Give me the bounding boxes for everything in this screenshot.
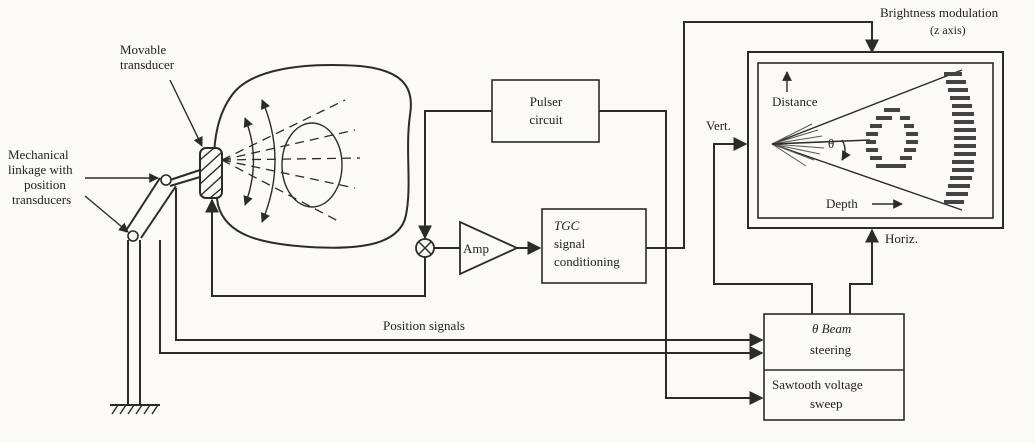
pointer-linkage-bottom <box>84 195 129 233</box>
brightness-label-2: (z axis) <box>930 23 966 37</box>
label-movable: Movable <box>120 42 166 57</box>
scan-arc-inner <box>243 117 255 206</box>
wire-beam-to-horiz <box>849 228 879 314</box>
amplifier-symbol <box>459 220 520 276</box>
label-linkage-3: position <box>24 177 66 192</box>
pulser-circuit-box <box>491 79 600 143</box>
theta-angle-label: θ <box>828 136 834 151</box>
tgc-label-3: conditioning <box>554 254 620 269</box>
vert-label: Vert. <box>706 118 731 133</box>
wire-position-2 <box>159 240 764 360</box>
label-linkage-2: linkage with <box>8 162 73 177</box>
scan-beams <box>221 99 361 223</box>
label-linkage-4: transducers <box>12 192 71 207</box>
transducer <box>199 147 223 199</box>
beam-label-1: θ Beam <box>812 321 851 336</box>
wire-tgc-to-brightness <box>646 21 879 249</box>
sweep-label-1: Sawtooth voltage <box>772 377 863 392</box>
position-signals-label: Position signals <box>383 318 465 333</box>
amp-label: Amp <box>463 241 489 256</box>
organ-outline <box>281 122 343 208</box>
pulser-label-1: Pulser <box>530 94 563 109</box>
wire-beam-to-vert <box>713 137 813 314</box>
wire-pulser-to-sweep <box>599 110 764 405</box>
mechanical-linkage <box>110 169 201 415</box>
tgc-label-1: TGC <box>554 218 580 233</box>
wire-pulser-to-junction <box>418 110 492 240</box>
sweep-label-2: sweep <box>810 396 843 411</box>
label-transducer: transducer <box>120 57 175 72</box>
body-outline <box>213 64 412 249</box>
label-linkage-1: Mechanical <box>8 147 69 162</box>
summing-junction <box>415 238 435 258</box>
depth-label: Depth <box>826 196 858 211</box>
beam-steering-box <box>763 313 905 421</box>
distance-label: Distance <box>772 94 818 109</box>
scan-arc-outer <box>260 99 276 223</box>
tgc-box <box>541 208 647 284</box>
beam-label-2: steering <box>810 342 852 357</box>
brightness-label-1: Brightness modulation <box>880 5 999 20</box>
pulser-label-2: circuit <box>529 112 563 127</box>
horiz-label: Horiz. <box>885 231 918 246</box>
sector-scan-image <box>771 69 976 211</box>
pointer-transducer <box>169 79 203 147</box>
tgc-label-2: signal <box>554 236 585 251</box>
wire-position-1 <box>175 188 764 347</box>
wire-junction-to-transducer <box>205 198 426 297</box>
